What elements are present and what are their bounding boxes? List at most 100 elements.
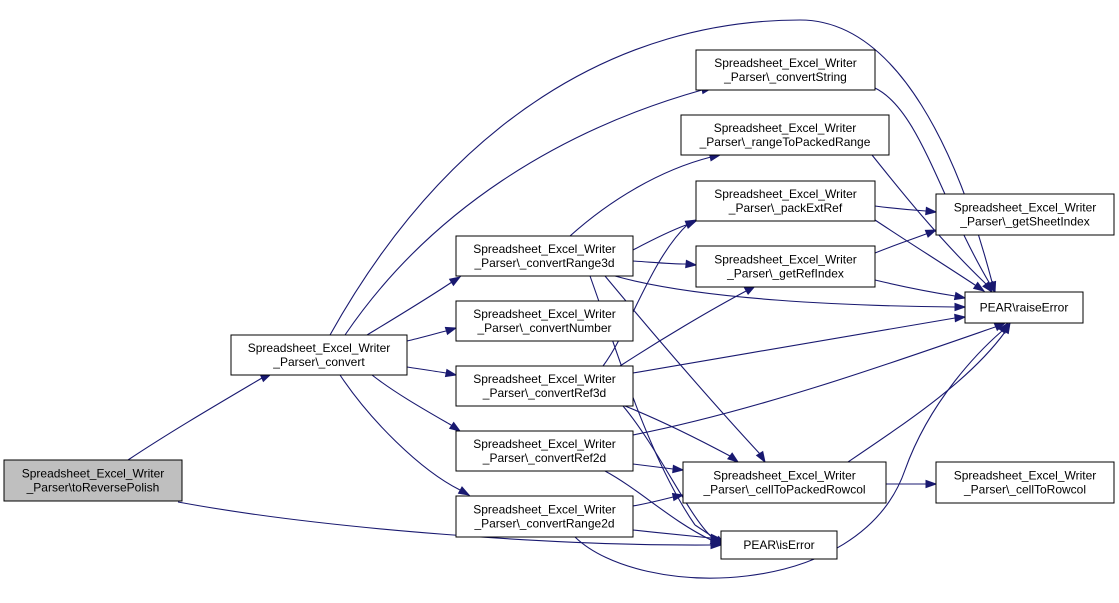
- node-getRefIndex[interactable]: Spreadsheet_Excel_Writer_Parser\_getRefI…: [695, 245, 876, 288]
- node-label-line: Spreadsheet_Excel_Writer: [954, 201, 1097, 215]
- edge-line: [371, 374, 452, 426]
- arrowhead: [924, 229, 938, 238]
- node-box[interactable]: [682, 461, 887, 504]
- arrowhead: [755, 450, 766, 464]
- edge-convertRef2d-to-cellToPackedRowcol: [632, 463, 685, 474]
- edge-line: [622, 405, 716, 541]
- node-box[interactable]: [455, 365, 634, 407]
- edge-line: [874, 219, 976, 286]
- edge-line: [874, 87, 991, 285]
- node-box[interactable]: [935, 193, 1115, 236]
- edge-line: [847, 331, 1006, 463]
- edge-packExtRef-to-raiseError: [874, 219, 986, 292]
- node-convertRange2d[interactable]: Spreadsheet_Excel_Writer_Parser\_convert…: [455, 495, 634, 538]
- edge-layer: [127, 19, 1011, 579]
- edge-rangeToPackedRange-to-raiseError: [871, 154, 993, 294]
- node-layer: Spreadsheet_Excel_Writer_Parser\toRevers…: [3, 49, 1115, 560]
- edge-line: [632, 260, 687, 265]
- edge-line: [871, 154, 986, 284]
- node-label-line: _Parser\_convertString: [723, 70, 847, 84]
- node-label-line: PEAR\isError: [743, 538, 814, 552]
- edge-convertRange2d-to-isError: [632, 529, 723, 543]
- node-getSheetIndex[interactable]: Spreadsheet_Excel_Writer_Parser\_getShee…: [935, 193, 1115, 236]
- arrowhead: [710, 533, 723, 543]
- node-convertRange3d[interactable]: Spreadsheet_Excel_Writer_Parser\_convert…: [455, 235, 634, 277]
- node-box[interactable]: [3, 459, 183, 502]
- node-box[interactable]: [455, 300, 634, 342]
- node-box[interactable]: [455, 235, 634, 277]
- arrowhead: [925, 479, 938, 489]
- node-label-line: Spreadsheet_Excel_Writer: [22, 467, 165, 481]
- node-box[interactable]: [455, 430, 634, 472]
- node-convert[interactable]: Spreadsheet_Excel_Writer_Parser\_convert: [230, 334, 408, 376]
- node-toReversePolish[interactable]: Spreadsheet_Excel_Writer_Parser\toRevers…: [3, 459, 183, 502]
- node-isError[interactable]: PEAR\isError: [720, 530, 838, 560]
- edge-convert-to-convertString: [344, 85, 714, 336]
- node-raiseError[interactable]: PEAR\raiseError: [964, 291, 1084, 324]
- edge-line: [632, 496, 674, 507]
- edge-convert-to-convertRange3d: [366, 276, 462, 336]
- node-rangeToPackedRange[interactable]: Spreadsheet_Excel_Writer_Parser\_rangeTo…: [680, 114, 890, 156]
- node-label-line: _Parser\_rangeToPackedRange: [699, 135, 871, 149]
- arrowhead: [685, 259, 698, 269]
- edge-line: [604, 470, 712, 541]
- node-convertNumber[interactable]: Spreadsheet_Excel_Writer_Parser\_convert…: [455, 300, 634, 342]
- edge-line: [619, 289, 749, 367]
- arrowhead: [925, 206, 938, 216]
- edge-convertRef3d-to-raiseError: [632, 313, 967, 374]
- edge-line: [406, 366, 447, 374]
- arrowhead: [671, 492, 685, 502]
- node-box[interactable]: [695, 245, 876, 288]
- node-box[interactable]: [455, 495, 634, 538]
- edge-line: [632, 529, 712, 539]
- node-convertRef2d[interactable]: Spreadsheet_Excel_Writer_Parser\_convert…: [455, 430, 634, 472]
- node-label-line: _Parser\toReversePolish: [26, 481, 160, 495]
- arrowhead: [457, 486, 471, 496]
- edge-cellToPackedRowcol-to-raiseError: [847, 321, 1011, 463]
- node-convertString[interactable]: Spreadsheet_Excel_Writer_Parser\_convert…: [695, 49, 876, 91]
- arrowhead: [444, 368, 458, 378]
- node-convertRef3d[interactable]: Spreadsheet_Excel_Writer_Parser\_convert…: [455, 365, 634, 407]
- edge-convertRef3d-to-cellToPackedRowcol: [624, 405, 740, 463]
- node-box[interactable]: [935, 461, 1115, 504]
- edge-convertRef3d-to-packExtRef: [602, 219, 698, 367]
- node-label-line: _Parser\_convertNumber: [476, 321, 611, 335]
- edge-convert-to-convertRange2d: [339, 374, 471, 496]
- edge-convertRange3d-to-getRefIndex: [632, 259, 698, 269]
- edge-line: [344, 89, 703, 336]
- node-label-line: Spreadsheet_Excel_Writer: [473, 503, 616, 517]
- node-box[interactable]: [695, 180, 876, 222]
- node-label-line: _Parser\_convertRange3d: [473, 256, 614, 270]
- node-box[interactable]: [680, 114, 890, 156]
- arrowhead: [954, 313, 967, 323]
- edge-convertString-to-raiseError: [874, 87, 996, 294]
- node-cellToRowcol[interactable]: Spreadsheet_Excel_Writer_Parser\_cellToR…: [935, 461, 1115, 504]
- edge-convertRef2d-to-raiseError: [632, 322, 1007, 436]
- node-box[interactable]: [695, 49, 876, 91]
- edge-line: [339, 374, 461, 491]
- node-cellToPackedRowcol[interactable]: Spreadsheet_Excel_Writer_Parser\_cellToP…: [682, 461, 887, 504]
- node-label-line: _Parser\_getRefIndex: [726, 267, 844, 281]
- edge-line: [406, 330, 447, 342]
- node-label-line: _Parser\_convertRef3d: [482, 386, 606, 400]
- edge-line: [329, 19, 993, 336]
- edge-line: [569, 156, 712, 237]
- arrowhead: [444, 326, 458, 336]
- node-label-line: Spreadsheet_Excel_Writer: [248, 341, 391, 355]
- node-box[interactable]: [230, 334, 408, 376]
- node-label-line: _Parser\_packExtRef: [728, 201, 843, 215]
- node-label-line: _Parser\_convert: [272, 355, 365, 369]
- node-box[interactable]: [964, 291, 1084, 324]
- node-box[interactable]: [720, 530, 838, 560]
- edge-line: [632, 325, 999, 436]
- arrowhead: [972, 281, 986, 292]
- edge-convertRange3d-to-raiseError: [614, 275, 967, 312]
- edge-toReversePolish-to-convert: [127, 373, 273, 461]
- edge-connector: [746, 289, 749, 292]
- node-label-line: Spreadsheet_Excel_Writer: [954, 469, 1097, 483]
- node-packExtRef[interactable]: Spreadsheet_Excel_Writer_Parser\_packExt…: [695, 180, 876, 222]
- edge-line: [127, 377, 263, 461]
- arrowhead: [448, 276, 462, 287]
- edge-convert-to-convertRef3d: [406, 366, 458, 378]
